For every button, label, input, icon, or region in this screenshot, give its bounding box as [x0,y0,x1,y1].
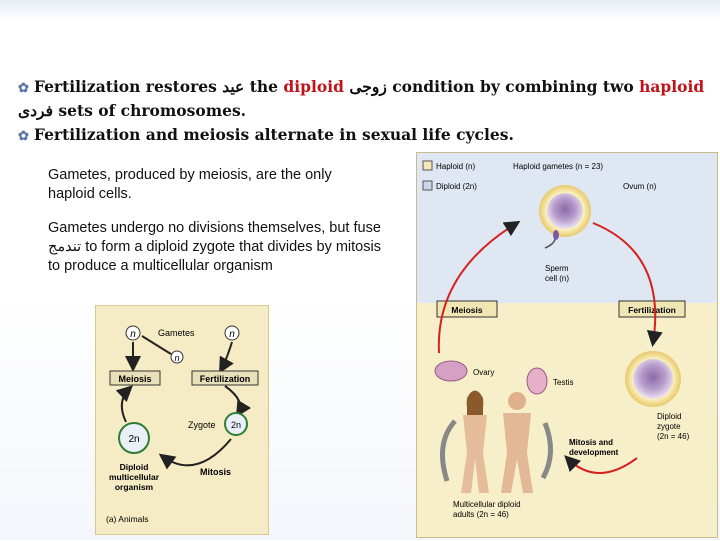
term-haploid: haploid [639,77,705,96]
human-figures [461,390,533,493]
label-zygote-count: (2n = 46) [657,432,690,441]
label-zygote: zygote [657,422,681,431]
sperm-head [553,230,559,240]
term-diploid: diploid [283,77,344,96]
bullet-icon: ✿ [18,81,29,96]
label-development: development [569,448,619,457]
bullet-text-a: Fertilization restores [33,77,217,96]
life-cycle-diagram: n Gametes n n Meiosis Fertilization 2n Z… [96,306,268,534]
ovary-image [434,360,468,382]
label-n: n [130,329,136,340]
bullet-text-b: the [249,77,278,96]
meiosis-box [436,300,498,318]
development-arrow-right [540,422,553,480]
legend-swatch-diploid [422,180,433,191]
zygote-nucleus [633,359,673,399]
label-ovary: Ovary [473,368,494,377]
legend-haploid: Haploid (n) [436,162,475,171]
bullet-text-f: sets of chromosomes. [58,101,247,120]
label-sperm-cell: cell (n) [545,274,569,283]
label-adults: Multicellular diploid [453,500,521,509]
label-multicellular: multicellular [109,472,160,482]
organism-circle [118,422,150,454]
gamete-circle-n [125,325,141,341]
bullet-fertilization: ✿Fertilization restores عید the diploid … [18,76,718,122]
label-n: n [174,353,179,363]
human-life-cycle-figure: Haploid (n) Diploid (2n) Haploid gametes… [416,152,718,538]
fertilization-box [191,370,259,386]
label-gametes: Gametes [158,328,195,338]
label-sperm: Sperm [545,264,569,273]
fertilization-box [618,300,686,318]
testis-image [526,367,548,395]
label-organism: organism [115,482,154,492]
gamete-circle-n [224,325,240,341]
label-meiosis: Meiosis [451,305,482,315]
ovum-nucleus [547,193,583,229]
label-testis: Testis [553,378,573,387]
human-cycle-diagram: Haploid (n) Diploid (2n) Haploid gametes… [417,153,717,537]
label-ovum: Ovum (n) [623,182,657,191]
header-band [0,0,720,22]
paragraph-text-b: to form a diploid zygote that divides by… [48,239,381,274]
label-mitosis: Mitosis and [569,438,613,447]
legend-swatch-haploid [422,160,433,171]
paragraph-gametes: Gametes, produced by meiosis, are the on… [48,167,332,202]
label-zygote: Zygote [188,420,216,430]
animal-life-cycle-figure: n Gametes n n Meiosis Fertilization 2n Z… [95,305,269,535]
label-n: n [229,329,235,340]
paragraph-text-a: Gametes undergo no divisions themselves,… [48,220,381,236]
bullet-text: Fertilization and meiosis alternate in s… [33,125,514,144]
label-diploid: Diploid [120,462,149,472]
paragraph-fusion: Gametes undergo no divisions themselves,… [48,219,388,276]
gamete-circle-n [170,350,184,364]
figure-caption: (a) Animals [106,514,149,524]
development-arrow-left [440,419,457,482]
label-fertilization: Fertilization [200,374,251,384]
label-mitosis: Mitosis [200,467,231,477]
meiosis-box [109,370,161,386]
zygote-circle [224,412,248,436]
label-haploid-gametes: Haploid gametes (n = 23) [513,162,603,171]
label-meiosis: Meiosis [118,374,151,384]
label-zygote-diploid: Diploid [657,412,681,421]
bullet-alternate: ✿ Fertilization and meiosis alternate in … [18,124,718,148]
label-fertilization: Fertilization [628,305,676,315]
arabic-word: عید [222,77,245,96]
arabic-word: تندمج [48,239,82,255]
arabic-word: زوجی [349,77,387,96]
bullet-text-d: condition by combining two [392,77,634,96]
bullet-icon: ✿ [18,129,29,144]
legend-diploid: Diploid (2n) [436,182,477,191]
label-adults-count: adults (2n = 46) [453,510,509,519]
label-2n: 2n [231,420,241,430]
label-2n: 2n [128,434,139,445]
arabic-word: فردی [18,101,53,120]
